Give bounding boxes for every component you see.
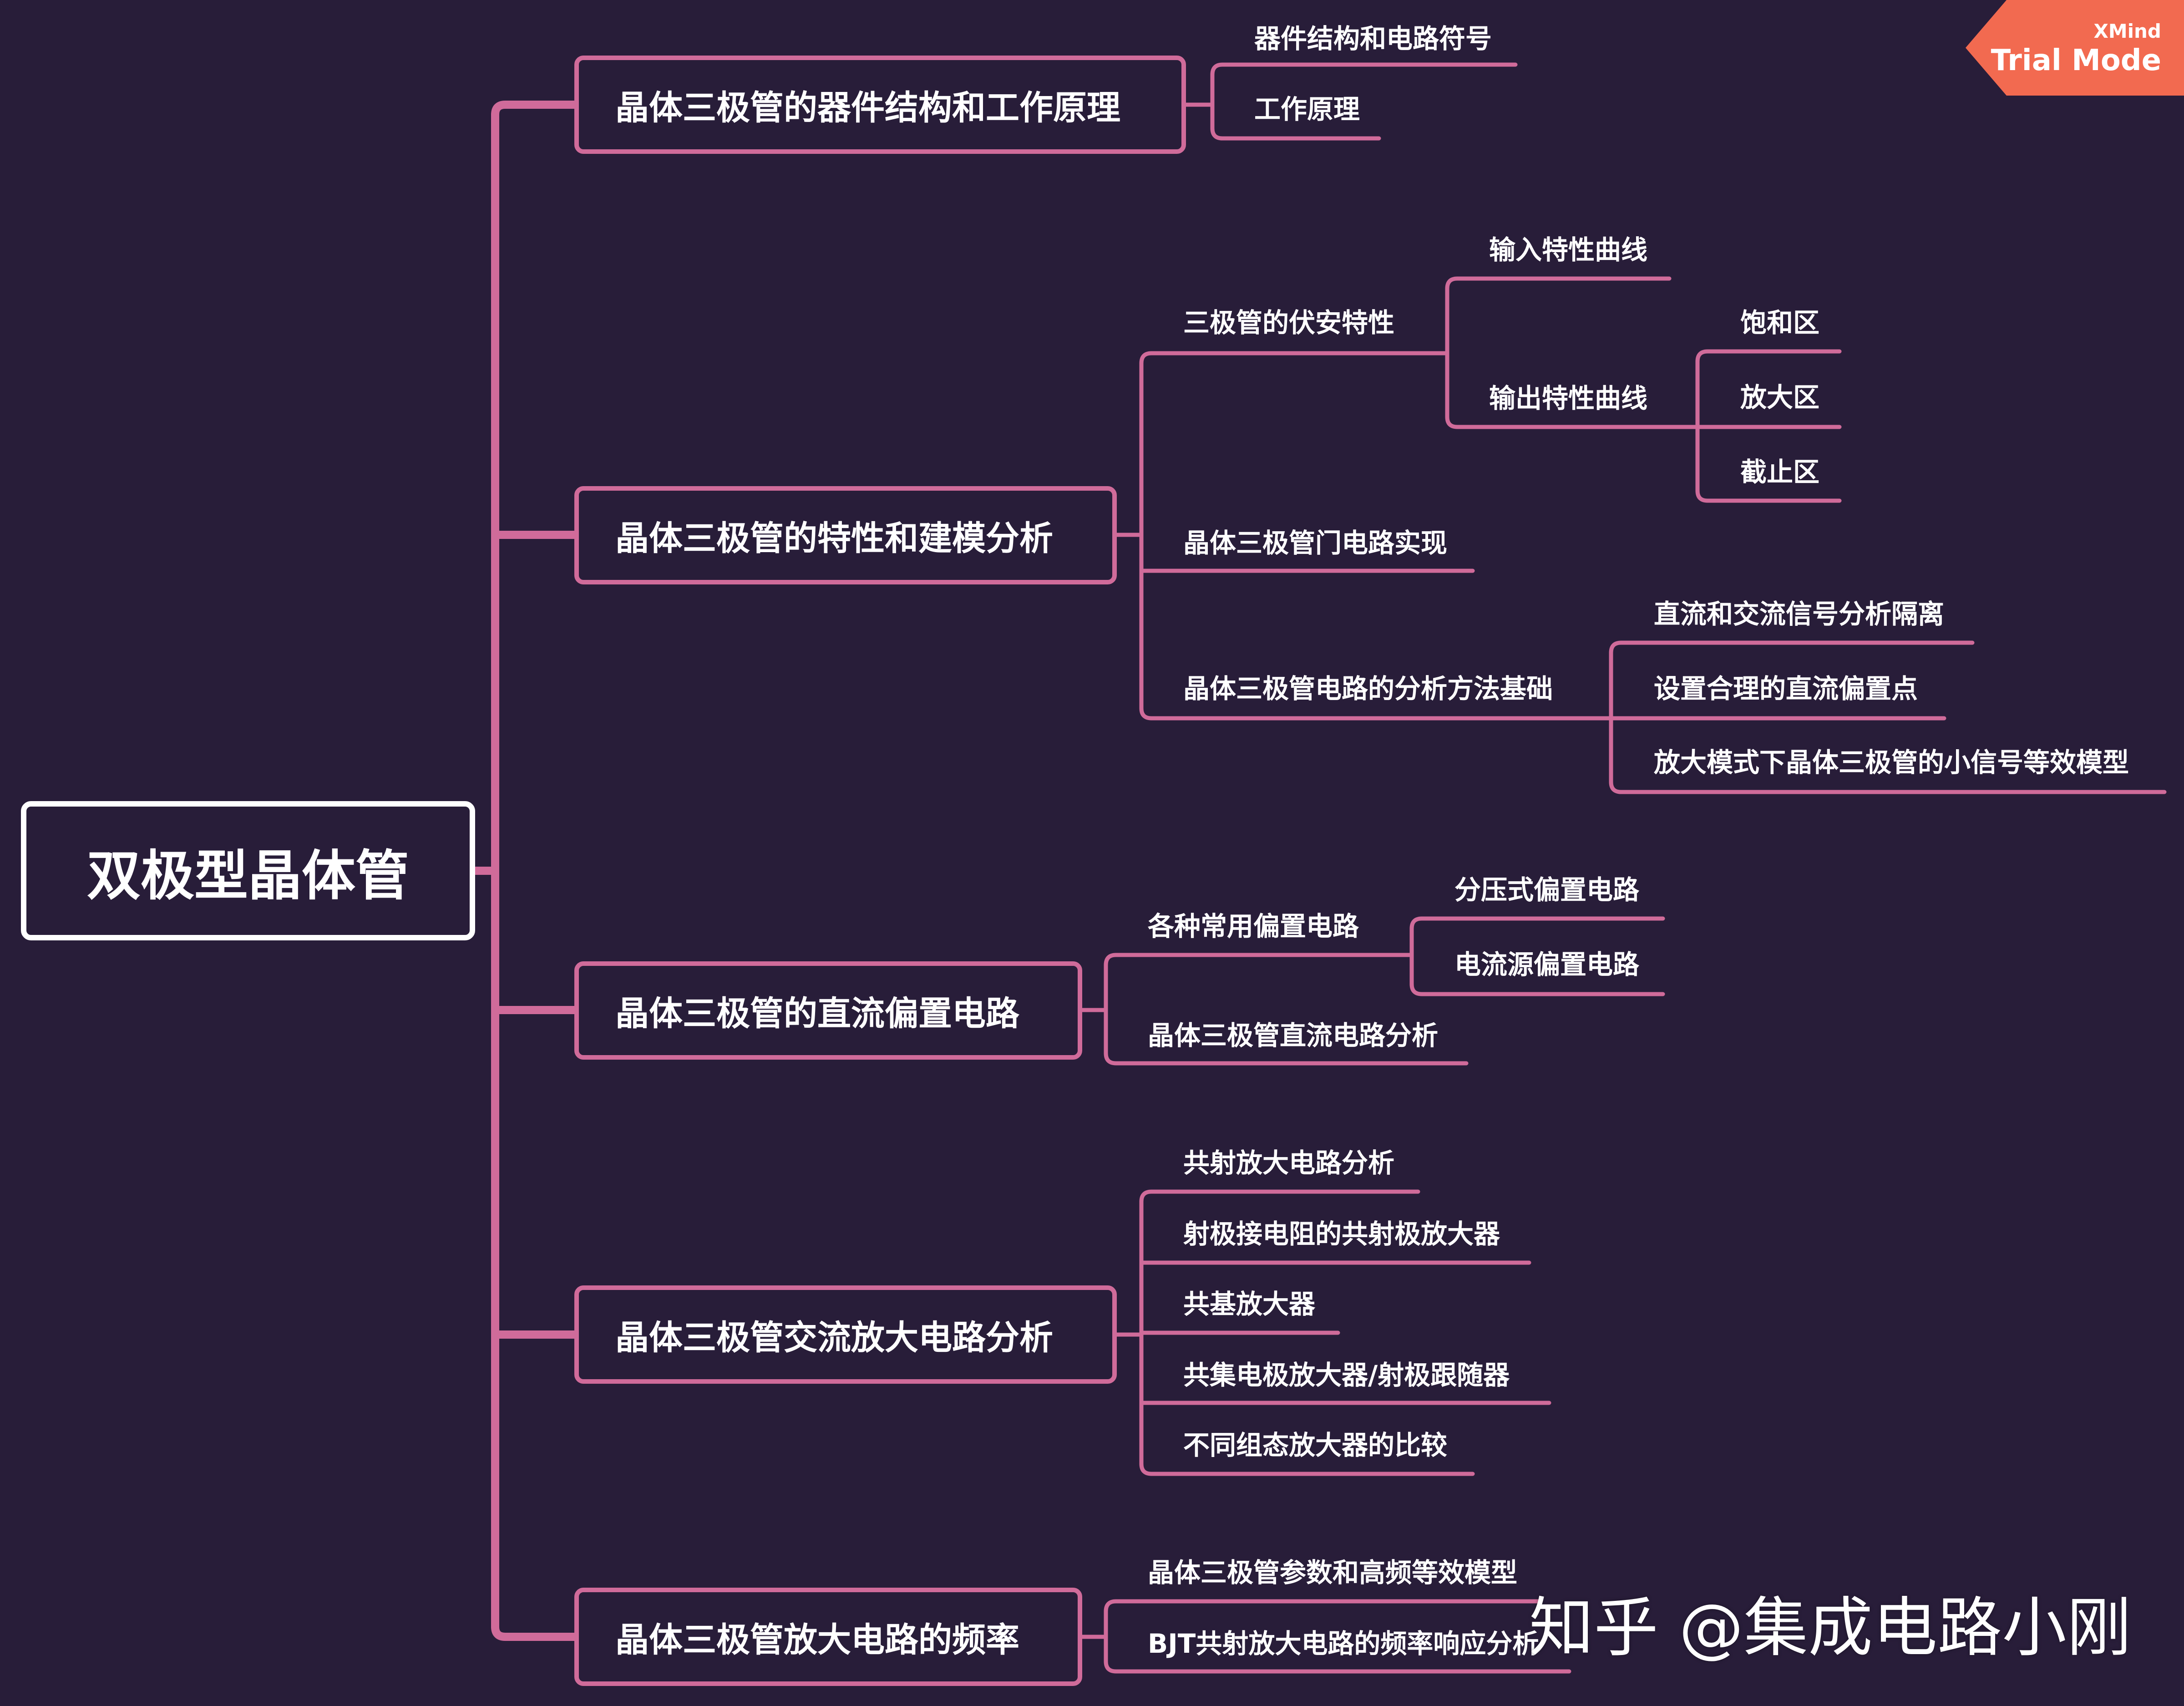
topic-voltage-divider-bias[interactable]: 分压式偏置电路 [1454,874,1640,905]
b1-out-child-0 [1695,349,1842,364]
topic-gate-circuit[interactable]: 晶体三极管门电路实现 [1183,528,1448,559]
b4-child-0 [1104,1599,1542,1614]
b3-child-4 [1139,1462,1475,1476]
b0-child-1 [1210,126,1381,141]
b2-bias-child-0 [1409,916,1665,931]
branch-dc-bias[interactable]: 晶体三极管的直流偏置电路 [574,961,1082,1060]
topic-cb-amplifier[interactable]: 共基放大器 [1183,1289,1316,1320]
topic-cc-emitter-follower[interactable]: 共集电极放大器/射极跟随器 [1183,1360,1510,1391]
b1-out-child-2 [1695,488,1842,503]
b1-child-2 [1139,706,1571,721]
trunk-child-0 [491,101,578,119]
topic-output-curve[interactable]: 输出特性曲线 [1489,383,1648,414]
b2-child-1 [1104,1051,1469,1066]
trial-badge-shape [1966,0,2184,96]
b1-iv-child-0 [1445,276,1672,291]
topic-ce-emitter-resistor[interactable]: 射极接电阻的共射极放大器 [1183,1219,1500,1249]
b4-child-1 [1104,1659,1571,1674]
topic-common-bias-circuits[interactable]: 各种常用偏置电路 [1148,911,1359,942]
topic-bjt-frequency-response[interactable]: BJT共射放大电路的频率响应分析 [1148,1628,1539,1659]
trial-badge-app-name: XMind [2093,20,2161,42]
topic-structure-symbol[interactable]: 器件结构和电路符号 [1254,23,1492,54]
root-topic[interactable]: 双极型晶体管 [21,801,475,940]
topic-working-principle[interactable]: 工作原理 [1254,94,1360,125]
topic-analysis-methods[interactable]: 晶体三极管电路的分析方法基础 [1183,673,1553,704]
trial-badge-mode: Trial Mode [1991,44,2161,77]
topic-iv-characteristics[interactable]: 三极管的伏安特性 [1183,307,1395,338]
topic-configuration-comparison[interactable]: 不同组态放大器的比较 [1183,1430,1448,1461]
topic-hf-model[interactable]: 晶体三极管参数和高频等效模型 [1148,1557,1518,1588]
b1-child-0 [1139,351,1445,366]
branch-characteristics-modeling[interactable]: 晶体三极管的特性和建模分析 [574,486,1117,584]
topic-dc-ac-separation[interactable]: 直流和交流信号分析隔离 [1654,599,1945,630]
topic-cutoff-region[interactable]: 截止区 [1740,457,1820,487]
topic-ce-amplifier[interactable]: 共射放大电路分析 [1183,1147,1395,1178]
b3-child-0 [1139,1189,1420,1204]
topic-active-region[interactable]: 放大区 [1740,382,1820,413]
b1-iv-child-1 [1445,415,1695,429]
branch-frequency[interactable]: 晶体三极管放大电路的频率 [574,1588,1082,1686]
topic-input-curve[interactable]: 输入特性曲线 [1489,234,1648,265]
topic-small-signal-model[interactable]: 放大模式下晶体三极管的小信号等效模型 [1654,747,2129,778]
topic-saturation-region[interactable]: 饱和区 [1740,307,1820,338]
b2-child-0 [1104,953,1409,967]
topic-dc-circuit-analysis[interactable]: 晶体三极管直流电路分析 [1148,1020,1439,1051]
topic-current-source-bias[interactable]: 电流源偏置电路 [1454,949,1640,980]
b1-method-child-0 [1609,640,1975,655]
trunk-child-4 [491,1623,578,1641]
branch-structure-principle[interactable]: 晶体三极管的器件结构和工作原理 [574,56,1186,154]
branch-ac-amplifier[interactable]: 晶体三极管交流放大电路分析 [574,1285,1117,1384]
watermark: 知乎 @集成电路小刚 [1529,1590,2132,1665]
trial-mode-badge[interactable]: XMind Trial Mode [1966,0,2184,96]
b0-child-0 [1210,62,1518,77]
b1-method-child-2 [1609,780,2167,794]
b2-bias-child-1 [1409,982,1665,996]
topic-bias-point[interactable]: 设置合理的直流偏置点 [1654,673,1918,704]
